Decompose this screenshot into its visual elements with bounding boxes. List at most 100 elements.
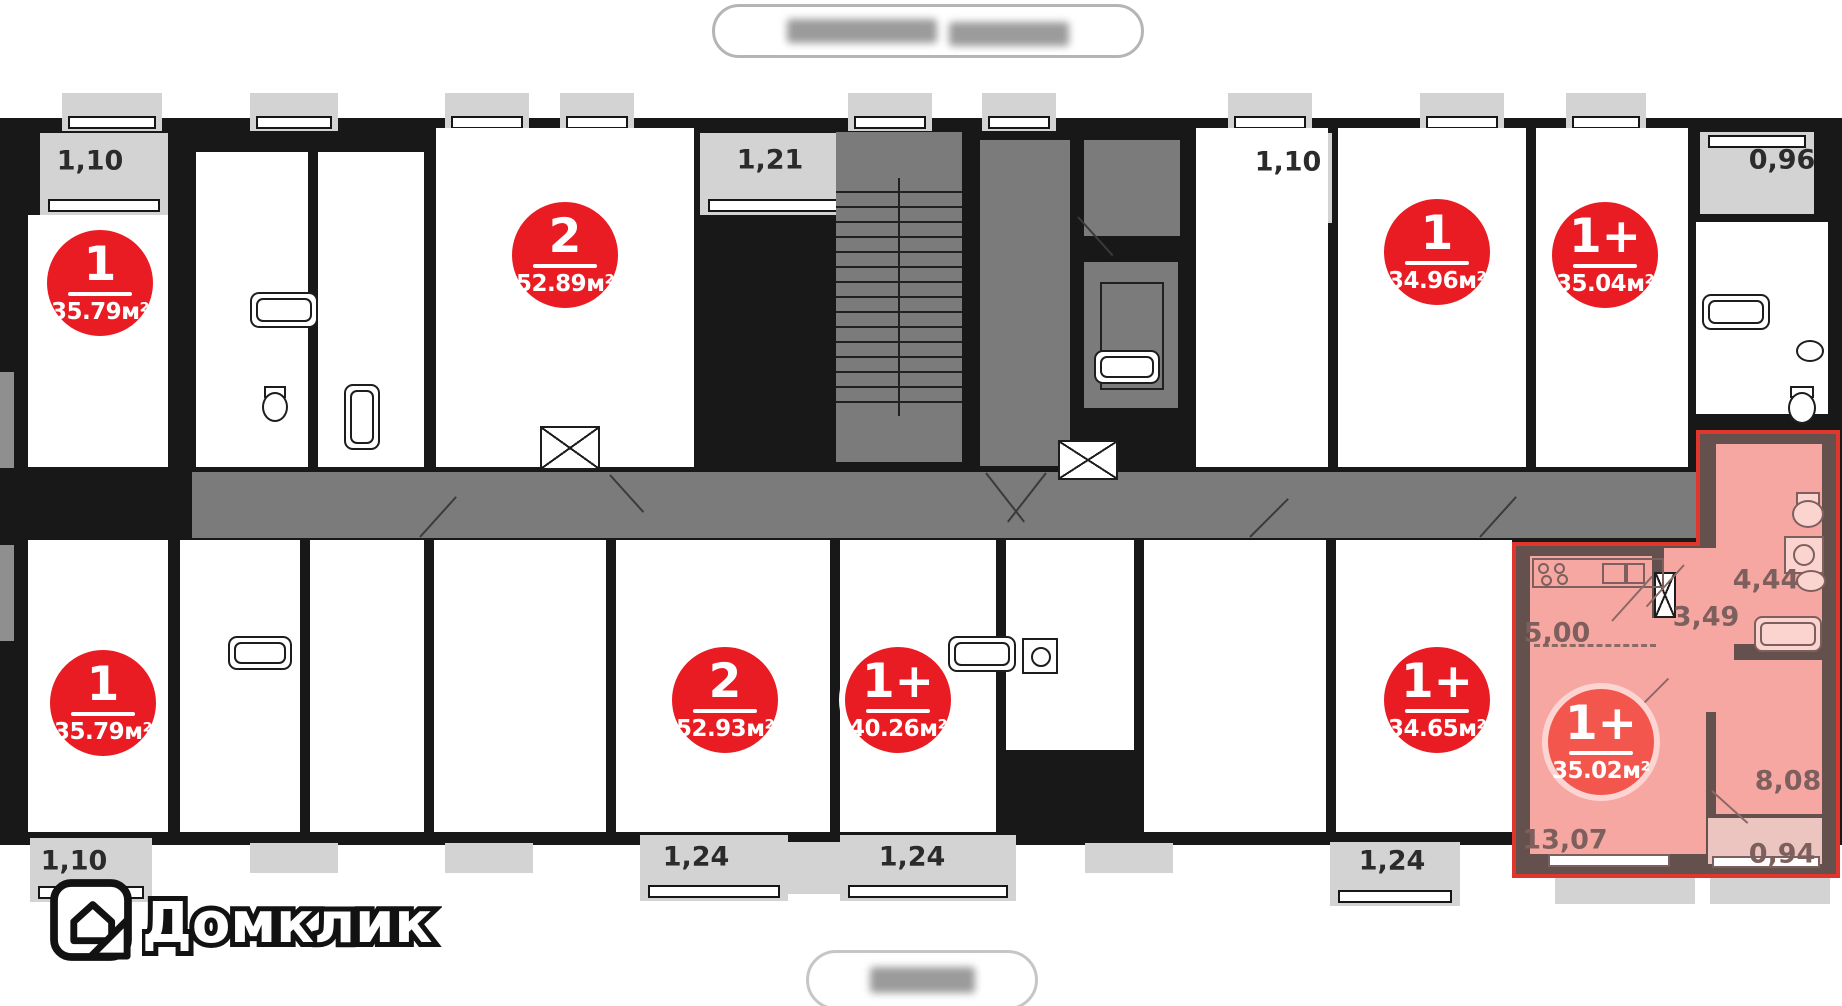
toilet-icon [1788,392,1816,424]
window-tab [982,93,1056,131]
bathtub-icon [1702,294,1770,330]
washer-icon [1022,638,1058,674]
balcony-width-label: 1,10 [40,845,108,877]
bathtub-icon [228,636,292,670]
balcony-width-label: 1,24 [662,841,730,873]
window-tab [1228,93,1312,131]
logo-wordmark: Домклик [142,891,432,956]
badge-divider [1405,708,1469,713]
badge-area: 34.96м² [1387,267,1487,294]
utility-room [1084,140,1180,236]
corridor [192,472,1700,538]
bedroom [1716,660,1822,814]
balcony-width-label: 0,96 [1748,144,1816,176]
balcony [1710,878,1830,904]
window [1708,135,1806,148]
apartment-badge[interactable]: 1+ 35.04м² [1546,196,1664,314]
room-dimension-label: 4,44 [1732,564,1800,596]
apartment-badge[interactable]: 1+34.65м² [1378,641,1496,759]
room-dimension-label: 5,00 [1523,617,1591,649]
window-tab [1085,843,1173,873]
window-tab [1420,93,1504,131]
badge-divider [1573,263,1637,268]
badge-divider [693,708,757,713]
blurred-text-block [869,967,975,993]
badge-divider [1405,260,1469,265]
apartment-room [1196,128,1328,467]
stove-icon [1554,563,1565,574]
elevator-lobby [980,140,1070,466]
cut-balcony [0,545,14,641]
stove-icon [1557,574,1568,585]
apartment-room [310,540,424,832]
balcony-width-label: 1,10 [56,145,124,177]
floor-label-blurred [806,950,1038,1006]
window [68,116,156,129]
domclick-logo[interactable]: Домклик [48,876,442,964]
window [48,199,160,212]
toilet-icon [262,392,288,422]
window-tab [250,93,338,131]
badge-rooms: 1+ [1568,208,1642,264]
bathtub-icon [250,292,318,328]
badge-divider [71,711,135,716]
badge-rooms: 1 [83,236,117,292]
badge-divider [1569,750,1633,755]
elevator-shaft [1084,262,1178,408]
badge-rooms: 1+ [1564,695,1638,751]
balcony [788,842,840,894]
washer-icon [1784,536,1824,574]
vent-shaft [1058,440,1118,480]
badge-divider [866,708,930,713]
balcony [840,835,1016,901]
selected-apartment[interactable] [1508,424,1842,886]
apartment-badge[interactable]: 1 35.79м² [41,224,159,342]
window [1338,890,1452,903]
window [1548,854,1670,867]
street-label-blurred [712,4,1144,58]
sink-icon [1626,563,1645,584]
balcony-width-label: 1,24 [878,841,946,873]
window [1712,856,1820,868]
badge-area: 35.79м² [53,718,153,745]
stairwell [836,132,962,462]
domclick-logo-icon [50,879,132,961]
apartment-badge[interactable]: 1 35.79м² [44,644,162,762]
room-dimension-label: 13,07 [1522,824,1608,856]
apartment-room [1144,540,1326,832]
apartment-badge[interactable]: 1 34.96м² [1378,193,1496,311]
badge-rooms: 2 [708,653,742,709]
apartment-badge-selected[interactable]: 1+ 35.02м² [1542,683,1660,801]
bathtub-icon [1754,616,1822,652]
badge-area: 35.02м² [1551,757,1651,784]
badge-rooms: 1 [86,656,120,712]
window [256,116,332,129]
apartment-badge[interactable]: 1+40.26м² [839,641,957,759]
balcony [1700,132,1814,214]
badge-area: 35.04м² [1555,270,1655,297]
badge-area: 35.79м² [50,298,150,325]
window [988,116,1050,129]
badge-divider [68,291,132,296]
badge-rooms: 1 [1420,205,1454,261]
zone-divider-dashed [1534,644,1656,647]
room-dimension-label: 0,94 [1748,838,1816,870]
badge-area: 40.26м² [848,715,948,742]
stair-rail [898,178,900,416]
balcony [640,835,788,901]
balcony [1555,878,1695,904]
bathtub-icon [948,636,1016,672]
cut-balcony [0,372,14,468]
apartment-room [434,540,606,832]
window-tab [445,93,529,131]
window-tab [445,843,533,873]
window-tab [560,93,634,131]
balcony [40,133,168,215]
window-tab [250,843,338,873]
badge-divider [533,263,597,268]
blurred-text-block [787,19,937,43]
domclick-logo-text: Домклик [142,886,437,961]
